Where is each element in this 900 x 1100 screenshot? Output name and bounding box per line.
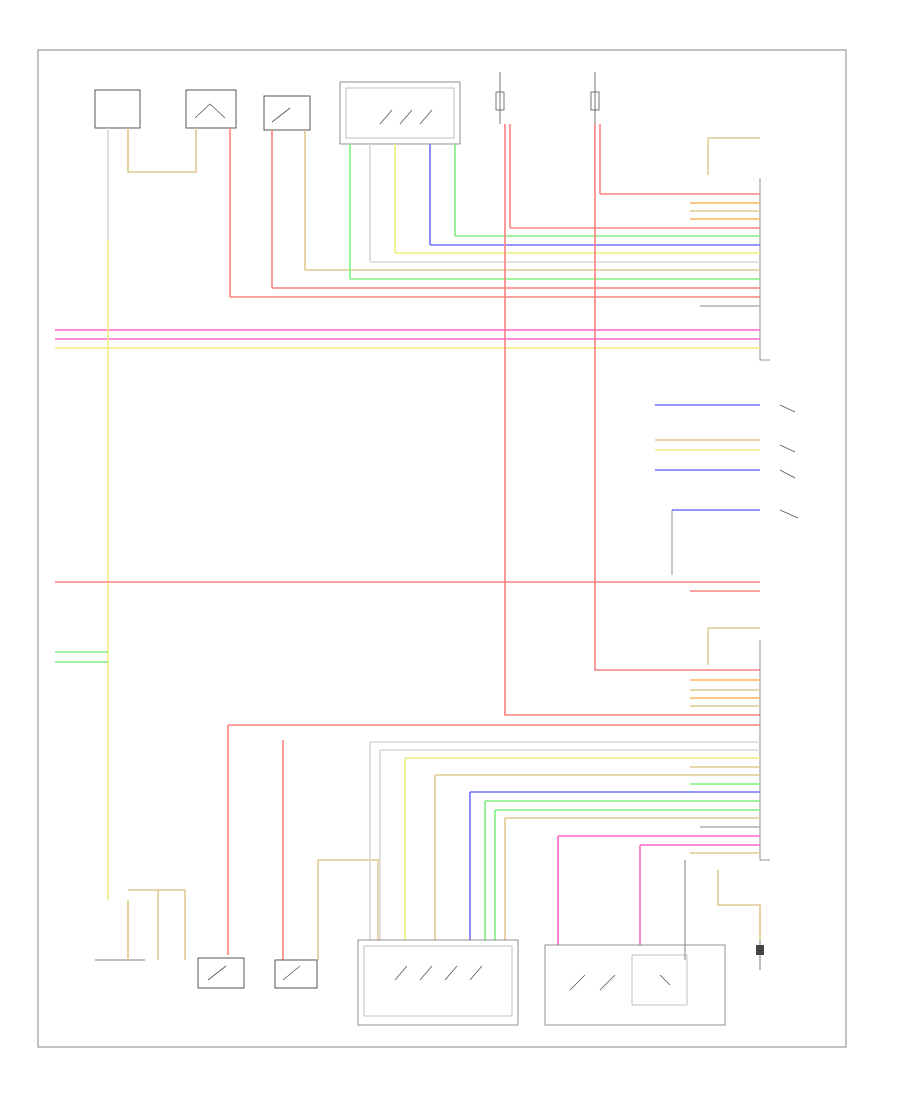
transmission-range-switch — [263, 95, 311, 131]
brake-switch-group — [655, 404, 799, 575]
multifunction-selector-switch — [339, 81, 461, 145]
control-module-bottom — [707, 627, 770, 861]
fuse-block-1 — [495, 72, 505, 124]
pink-bus — [55, 329, 760, 349]
top-harness-lines — [230, 193, 760, 307]
rear-right-switch — [274, 959, 318, 989]
diagram-frame — [37, 49, 847, 1048]
top-vertical-feeds — [107, 124, 601, 297]
rear-right-lumbar-switch — [544, 944, 726, 1026]
rear-left-seat-switch — [95, 889, 186, 961]
bottom-harness-lines — [228, 679, 760, 854]
fuse-block-2 — [590, 72, 600, 124]
red-trunks — [504, 124, 760, 716]
control-module-top — [707, 137, 770, 361]
rear-seat-memory-switch — [357, 939, 519, 1026]
bottom-vertical-feeds — [227, 725, 761, 960]
rear-center-switch — [197, 957, 245, 989]
rear-transmission-selector-sensor — [185, 89, 237, 129]
left-green-lines — [55, 651, 108, 663]
ground-terminal — [756, 940, 764, 970]
rear-left-transmission-component — [94, 89, 141, 129]
